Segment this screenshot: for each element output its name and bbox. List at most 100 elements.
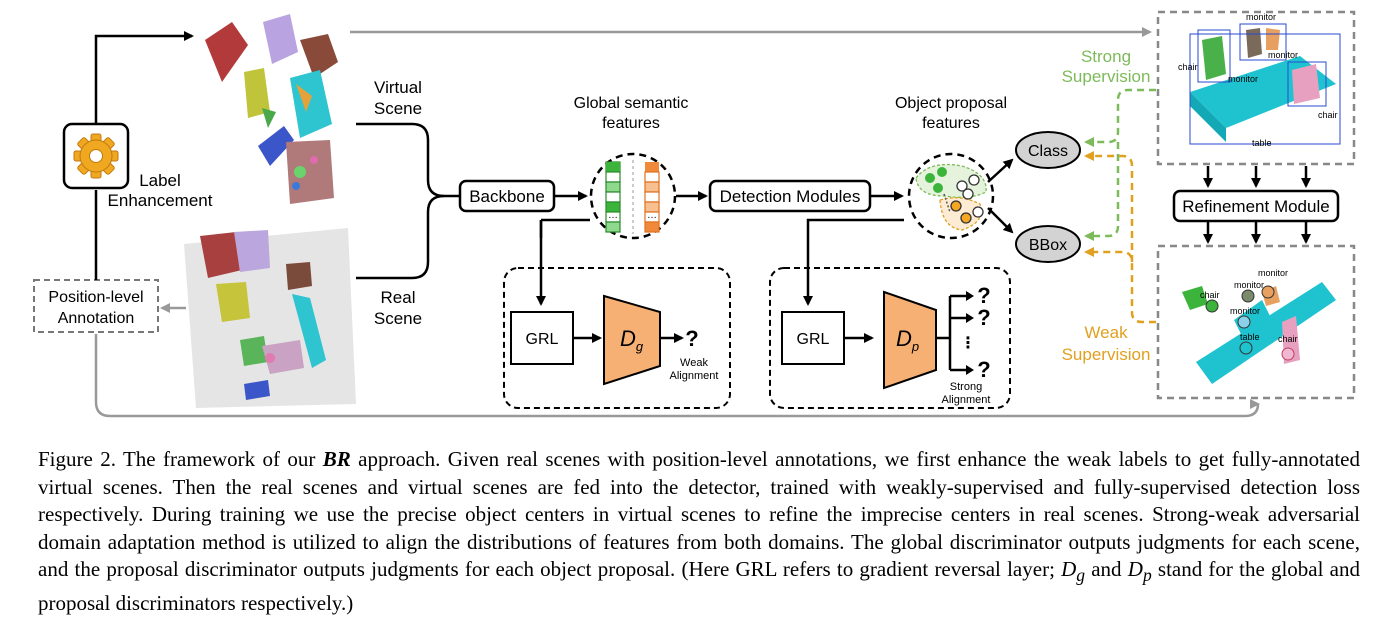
vs-monitor-label-a: monitor bbox=[1246, 12, 1276, 22]
refined-real-scene-pointcloud bbox=[1182, 282, 1336, 384]
global-semantic-text-1: Global semantic bbox=[574, 95, 689, 112]
bbox-label: BBox bbox=[1029, 237, 1067, 254]
rs-chair-label-a: chair bbox=[1200, 290, 1220, 300]
arrow-virtual-to-backbone bbox=[356, 122, 460, 198]
caption-dp-sub: p bbox=[1142, 565, 1152, 586]
arrow-proposal-to-class bbox=[987, 158, 1014, 183]
arrowhead-dp-3 bbox=[966, 365, 974, 375]
position-level-text-1: Position-level bbox=[48, 289, 143, 306]
proposal-cluster-orange bbox=[939, 197, 982, 231]
rs-monitor-label-b: monitor bbox=[1234, 280, 1264, 290]
arrow-proposal-down-to-grl bbox=[803, 218, 904, 306]
virtual-scene-pointcloud bbox=[205, 14, 338, 204]
rs-table-label: table bbox=[1240, 332, 1260, 342]
caption-dp-base: D bbox=[1127, 557, 1143, 581]
strong-supervision-to-class bbox=[1084, 88, 1156, 147]
virtual-scene-text-2: Scene bbox=[374, 99, 422, 118]
strong-alignment-text-1: Strong bbox=[950, 381, 982, 393]
caption-dp: Dp bbox=[1127, 557, 1152, 585]
proposal-discriminator-panel bbox=[769, 267, 1011, 409]
dp-symbol: Dp bbox=[896, 326, 919, 354]
arrowhead-dp-2 bbox=[966, 313, 974, 323]
global-semantic-text-2: features bbox=[602, 115, 660, 132]
dp-question-mark-2: ? bbox=[977, 305, 990, 330]
caption-part-2: approach. Given real scenes with positio… bbox=[38, 447, 1360, 581]
strong-supervision-text-2: Supervision bbox=[1062, 67, 1151, 86]
weak-alignment-text-2: Alignment bbox=[670, 370, 719, 382]
dp-sub: p bbox=[911, 339, 919, 354]
grl-box-proposal bbox=[781, 311, 845, 365]
arrow-dp-fan bbox=[936, 294, 966, 372]
annotated-virtual-scene-pointcloud bbox=[1189, 23, 1341, 145]
caption-dg-sub: g bbox=[1076, 565, 1086, 586]
vs-monitor-label-b: monitor bbox=[1268, 50, 1298, 60]
class-oval bbox=[1015, 131, 1081, 169]
grl-label-proposal: GRL bbox=[797, 331, 830, 348]
proposal-dot bbox=[962, 188, 974, 200]
global-discriminator-panel bbox=[503, 267, 731, 409]
arrow-real-to-backbone bbox=[356, 194, 445, 280]
rs-monitor-label-a: monitor bbox=[1258, 268, 1288, 278]
proposal-dot bbox=[950, 200, 962, 212]
gear-icon bbox=[73, 133, 119, 179]
position-level-text-2: Annotation bbox=[58, 310, 135, 327]
caption-dg-base: D bbox=[1061, 557, 1077, 581]
dp-question-mark-1: ? bbox=[977, 283, 990, 308]
dp-base: D bbox=[896, 326, 912, 351]
dp-question-mark-3: ? bbox=[977, 357, 990, 382]
figure-caption: Figure 2. The framework of our BR approa… bbox=[38, 446, 1360, 617]
object-proposal-text-1: Object proposal bbox=[895, 95, 1007, 112]
proposal-dot bbox=[937, 167, 947, 177]
detection-modules-label: Detection Modules bbox=[720, 187, 861, 206]
caption-part-3: and bbox=[1085, 557, 1128, 581]
arrow-annotation-to-refined-real bbox=[94, 334, 1263, 418]
refinement-module-label: Refinement Module bbox=[1182, 197, 1329, 216]
object-proposal-text-2: features bbox=[922, 115, 980, 132]
proposal-dot bbox=[972, 206, 984, 218]
global-feature-vector-green bbox=[605, 161, 621, 233]
backbone-label: Backbone bbox=[469, 187, 545, 206]
class-label: Class bbox=[1028, 143, 1068, 160]
grl-label-global: GRL bbox=[526, 331, 559, 348]
strong-supervision-to-bbox bbox=[1084, 142, 1120, 241]
vs-monitor-label-c: monitor bbox=[1228, 74, 1258, 84]
proposal-dot bbox=[925, 173, 935, 183]
real-scene-pointcloud bbox=[184, 228, 356, 408]
label-enhancement-text-2: Enhancement bbox=[108, 191, 213, 210]
strong-supervision-text-1: Strong bbox=[1081, 47, 1131, 66]
rs-monitor-label-c: monitor bbox=[1230, 306, 1260, 316]
weak-alignment-text-1: Weak bbox=[680, 357, 708, 369]
dg-sub: g bbox=[636, 339, 644, 354]
real-scene-text-1: Real bbox=[381, 288, 416, 307]
discriminator-dg bbox=[603, 294, 661, 386]
global-feature-dots-right: … bbox=[647, 210, 657, 221]
virtual-scene-text-1: Virtual bbox=[374, 78, 422, 97]
strong-alignment-text-2: Alignment bbox=[942, 394, 991, 406]
vs-chair-label-b: chair bbox=[1318, 110, 1338, 120]
arrow-global-to-grl bbox=[539, 218, 590, 238]
arrowhead-dp-1 bbox=[966, 291, 974, 301]
vs-chair-label-a: chair bbox=[1178, 62, 1198, 72]
weak-supervision-to-class bbox=[1084, 151, 1134, 262]
dg-question-mark: ? bbox=[685, 326, 698, 351]
dg-base: D bbox=[620, 326, 636, 351]
arrow-proposal-to-bbox bbox=[987, 207, 1014, 234]
weak-supervision-text-1: Weak bbox=[1084, 323, 1128, 342]
weak-supervision-to-bbox bbox=[1084, 247, 1156, 324]
rs-chair-label-b: chair bbox=[1278, 334, 1298, 344]
discriminator-dp bbox=[883, 290, 937, 390]
real-scene-text-2: Scene bbox=[374, 309, 422, 328]
bbox-oval bbox=[1015, 225, 1081, 263]
proposal-dot bbox=[956, 180, 968, 192]
vs-table-label: table bbox=[1252, 138, 1272, 148]
caption-part-1: Figure 2. The framework of our bbox=[38, 447, 323, 471]
caption-br: BR bbox=[322, 447, 351, 471]
dg-symbol: Dg bbox=[620, 326, 644, 354]
proposal-arrow bbox=[943, 193, 951, 213]
weak-supervision-text-2: Supervision bbox=[1062, 345, 1151, 364]
global-feature-dots-left: … bbox=[608, 210, 618, 221]
global-feature-vector-orange bbox=[644, 162, 660, 233]
label-enhancement-text-1: Label bbox=[139, 171, 181, 190]
caption-paragraph: Figure 2. The framework of our BR approa… bbox=[38, 446, 1360, 617]
arrow-gear-to-virtual bbox=[94, 31, 194, 124]
